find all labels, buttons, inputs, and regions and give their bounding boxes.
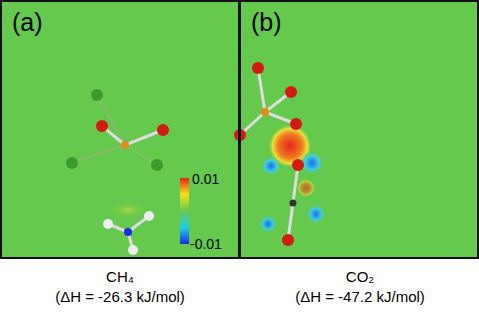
enthalpy-value: (ΔH = -47.2 kJ/mol) (295, 288, 425, 305)
colorbar-min: -0.01 (190, 236, 222, 252)
figure-panel: (a) (0, 0, 240, 259)
panel-label: (a) (12, 8, 43, 37)
molecule-name: CH₄ (106, 268, 134, 285)
colorbar-max: 0.01 (192, 171, 219, 187)
panel-label: (b) (251, 8, 282, 37)
figure-panel: (b) (239, 0, 479, 259)
molecule-name: CO₂ (346, 268, 374, 285)
enthalpy-value: (ΔH = -26.3 kJ/mol) (55, 288, 185, 305)
